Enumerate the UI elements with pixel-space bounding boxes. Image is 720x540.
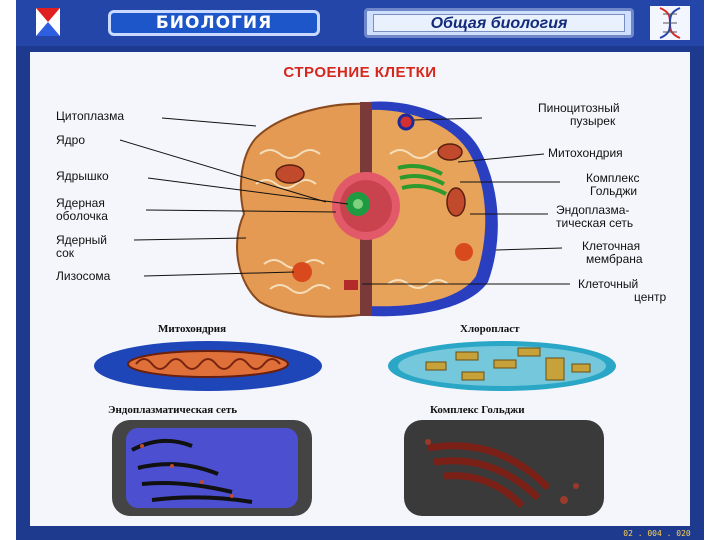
label-nuclear-sap-1: Ядерный [56,233,107,247]
label-membrane-2: мембрана [586,252,643,266]
panel-title-golgi: Комплекс Гольджи [430,404,525,416]
label-nuclear-envelope-1: Ядерная [56,196,105,210]
label-nuclear-envelope-2: оболочка [56,209,108,223]
label-er-2: тическая сеть [556,216,634,230]
label-golgi-1: Комплекс [586,171,640,185]
label-er-1: Эндоплазма- [556,203,630,217]
label-centre-1: Клеточный [578,277,639,291]
slide-code: 02 . 004 . 020 [618,528,696,540]
header-bar: БИОЛОГИЯ Общая биология [16,0,704,46]
logo-icon [36,8,60,36]
topic-box: Общая биология [364,8,634,38]
label-cytoplasm: Цитоплазма [56,109,125,123]
mitochondrion-illustration [94,341,322,391]
topic-title: Общая биология [373,14,625,32]
label-nuclear-sap-2: сок [56,246,75,260]
label-lines [119,117,570,285]
label-lysosome: Лизосома [56,269,111,283]
label-mitochondrion: Митохондрия [548,146,623,160]
label-pinocytic-1: Пиноцитозный [538,101,620,115]
poster-title: СТРОЕНИЕ КЛЕТКИ [283,64,437,81]
er-illustration [112,420,312,516]
panel-title-er: Эндоплазматическая сеть [108,404,238,416]
label-pinocytic-2: пузырек [570,114,616,128]
label-membrane-1: Клеточная [582,239,641,253]
panel-title-mitochondrion: Митохондрия [158,323,227,335]
dna-icon [650,6,690,40]
label-nucleus: Ядро [56,133,86,147]
label-centre-2: центр [634,290,667,304]
subject-badge: БИОЛОГИЯ [108,10,320,36]
golgi-illustration [404,420,604,516]
panel-title-chloroplast: Хлоропласт [460,323,520,335]
cell-diagram [236,101,498,318]
label-nucleolus: Ядрышко [56,169,109,183]
chloroplast-illustration [388,341,616,391]
cell-poster: СТРОЕНИЕ КЛЕТКИ [30,52,690,526]
label-golgi-2: Гольджи [590,184,638,198]
